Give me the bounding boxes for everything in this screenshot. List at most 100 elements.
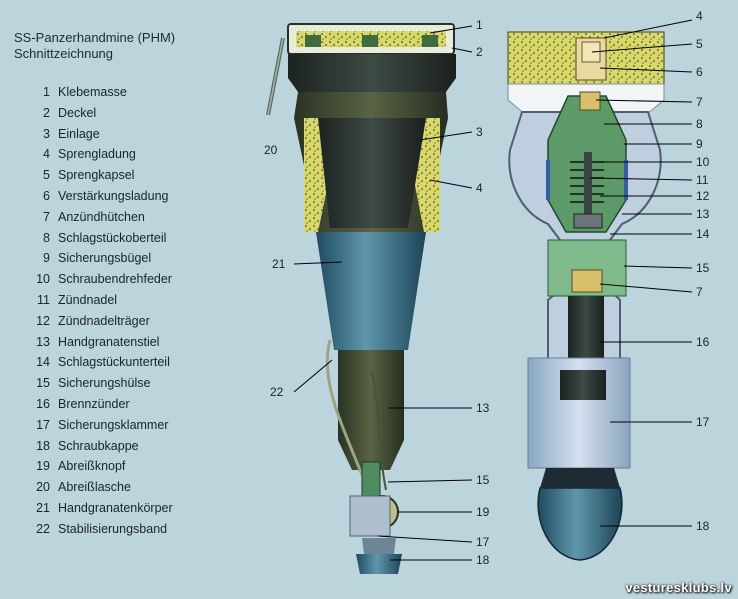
leader-lines-right bbox=[589, 19, 693, 527]
screw-cap bbox=[362, 538, 396, 554]
callout-r13: 13 bbox=[696, 207, 710, 221]
legend-item: 8 Schlagstückoberteil bbox=[28, 228, 173, 249]
leader-line bbox=[595, 99, 693, 103]
legend-num: 8 bbox=[43, 230, 50, 245]
adhesive-block bbox=[422, 35, 438, 47]
diagram-subtitle: Schnittzeichnung bbox=[14, 46, 114, 61]
leader-line bbox=[419, 131, 473, 141]
leader-line bbox=[623, 265, 693, 269]
legend-label: Stabilisierungsband bbox=[58, 521, 168, 536]
legend-num: 19 bbox=[36, 459, 50, 474]
firing-pin bbox=[584, 152, 592, 224]
callout-r11: 11 bbox=[696, 173, 709, 187]
leader-line bbox=[451, 47, 473, 53]
legend-num: 5 bbox=[43, 168, 50, 183]
primer-top bbox=[579, 91, 601, 111]
legend-num: 15 bbox=[36, 376, 50, 391]
legend-item: 13 Handgranatenstiel bbox=[28, 332, 173, 353]
legend-item: 6 Verstärkungsladung bbox=[28, 186, 173, 207]
legend-label: Sicherungsbügel bbox=[58, 251, 152, 266]
leader-line bbox=[603, 19, 693, 39]
legend-label: Zündnadelträger bbox=[58, 313, 150, 328]
callout-2: 2 bbox=[476, 45, 483, 59]
primer-lower bbox=[571, 269, 603, 293]
leader-lines-left bbox=[293, 25, 473, 561]
leader-line bbox=[599, 67, 693, 73]
legend-label: Sprengladung bbox=[58, 147, 136, 162]
screw-cap-section bbox=[537, 487, 623, 561]
callout-20: 20 bbox=[264, 143, 278, 157]
legend-label: Sicherungsklammer bbox=[58, 417, 169, 432]
legend-label: Schlagstückoberteil bbox=[58, 230, 167, 245]
safety-sleeve-section bbox=[547, 239, 627, 297]
legend-label: Deckel bbox=[58, 105, 97, 120]
detonator bbox=[581, 41, 601, 63]
fuze-collar bbox=[560, 370, 606, 400]
legend-num: 13 bbox=[36, 334, 50, 349]
legend-label: Abreißlasche bbox=[58, 480, 131, 495]
callout-r12: 12 bbox=[696, 189, 710, 203]
leader-line bbox=[387, 479, 473, 483]
legend-item: 5 Sprengkapsel bbox=[28, 165, 173, 186]
legend-label: Einlage bbox=[58, 126, 100, 141]
screw-cap-knob bbox=[356, 554, 402, 574]
legend-label: Handgranatenkörper bbox=[58, 500, 173, 515]
legend-num: 21 bbox=[36, 500, 50, 515]
callout-17: 17 bbox=[476, 535, 490, 549]
legend-item: 17 Sicherungsklammer bbox=[28, 415, 173, 436]
leader-line bbox=[293, 359, 333, 393]
grenade-handle bbox=[338, 350, 404, 470]
legend-label: Brennzünder bbox=[58, 396, 130, 411]
legend-num: 4 bbox=[43, 147, 50, 162]
leader-line bbox=[377, 535, 473, 543]
callout-r7b: 7 bbox=[696, 285, 703, 299]
callout-21: 21 bbox=[272, 257, 286, 271]
legend-label: Schraubendrehfeder bbox=[58, 272, 172, 287]
legend-num: 2 bbox=[43, 105, 50, 120]
shaped-charge-liner bbox=[318, 118, 426, 228]
safety-sleeve bbox=[361, 461, 381, 499]
callout-r8: 8 bbox=[696, 117, 703, 131]
mine-exterior-view bbox=[266, 23, 456, 574]
stabilizer-band-inner bbox=[371, 371, 387, 491]
legend-item: 12 Zündnadelträger bbox=[28, 311, 173, 332]
legend-label: Schraubkappe bbox=[58, 438, 139, 453]
callout-1: 1 bbox=[476, 18, 483, 32]
lid-rim bbox=[288, 54, 456, 92]
legend-num: 3 bbox=[43, 126, 50, 141]
legend-item: 20 Abreißlasche bbox=[28, 477, 173, 498]
legend-num: 12 bbox=[36, 313, 50, 328]
callout-r18: 18 bbox=[696, 519, 710, 533]
legend-num: 7 bbox=[43, 209, 50, 224]
legend-item: 21 Handgranatenkörper bbox=[28, 498, 173, 519]
legend-num: 10 bbox=[36, 272, 50, 287]
legend-label: Sicherungshülse bbox=[58, 376, 151, 391]
legend-num: 6 bbox=[43, 188, 50, 203]
mine-section-view bbox=[507, 31, 665, 561]
legend-item: 4 Sprengladung bbox=[28, 144, 173, 165]
pull-tab-highlight bbox=[267, 37, 284, 116]
callout-13: 13 bbox=[476, 401, 490, 415]
callout-r14: 14 bbox=[696, 227, 710, 241]
legend-num: 20 bbox=[36, 480, 50, 495]
firing-pin-carrier bbox=[573, 213, 603, 229]
legend-label: Zündnadel bbox=[58, 292, 118, 307]
legend-num: 11 bbox=[37, 292, 50, 307]
diagram-title: SS-Panzerhandmine (PHM) bbox=[14, 30, 176, 45]
callout-r17: 17 bbox=[696, 415, 710, 429]
legend-item: 2 Deckel bbox=[28, 103, 173, 124]
legend-num: 17 bbox=[36, 417, 50, 432]
legend-label: Abreißknopf bbox=[58, 459, 126, 474]
screw-cap-section-top bbox=[540, 468, 620, 488]
legend-label: Verstärkungsladung bbox=[58, 188, 169, 203]
adhesive-block bbox=[305, 35, 321, 47]
legend-label: Sprengkapsel bbox=[58, 168, 135, 183]
legend-label: Handgranatenstiel bbox=[58, 334, 160, 349]
callout-19: 19 bbox=[476, 505, 490, 519]
